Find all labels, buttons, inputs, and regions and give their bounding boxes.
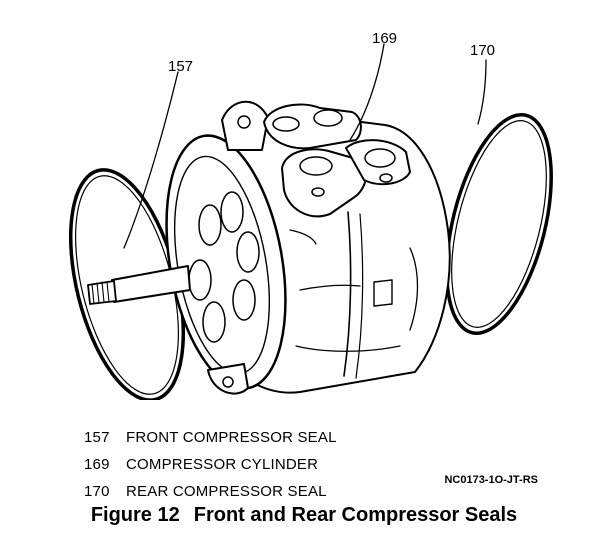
callout-157: 157 <box>168 58 194 75</box>
leader-line-170 <box>477 59 487 125</box>
legend-label: COMPRESSOR CYLINDER <box>126 456 319 473</box>
figure-title: Front and Rear Compressor Seals <box>193 504 518 526</box>
legend-row: 170 REAR COMPRESSOR SEAL <box>84 478 554 505</box>
compressor-body <box>165 100 451 395</box>
figure-caption: Figure 12 Front and Rear Compressor Seals <box>0 504 608 527</box>
callout-169: 169 <box>372 30 398 47</box>
legend-number: 170 <box>84 483 110 500</box>
legend-label: REAR COMPRESSOR SEAL <box>126 483 327 500</box>
leader-line-169 <box>349 43 385 141</box>
compressor-seal-illustration <box>68 43 553 400</box>
reference-code: NC0173-1O-JT-RS <box>444 474 538 486</box>
legend-number: 157 <box>84 429 110 446</box>
input-shaft <box>87 265 191 305</box>
legend-label: FRONT COMPRESSOR SEAL <box>126 429 337 446</box>
legend-row: 169 COMPRESSOR CYLINDER <box>84 451 554 478</box>
figure-number: Figure 12 <box>90 504 180 526</box>
rear-seal-ring <box>445 113 553 335</box>
callout-170: 170 <box>470 42 496 59</box>
leader-line-157 <box>123 71 179 249</box>
parts-legend: 157 FRONT COMPRESSOR SEAL 169 COMPRESSOR… <box>84 424 554 505</box>
legend-number: 169 <box>84 456 110 473</box>
legend-row: 157 FRONT COMPRESSOR SEAL <box>84 424 554 451</box>
